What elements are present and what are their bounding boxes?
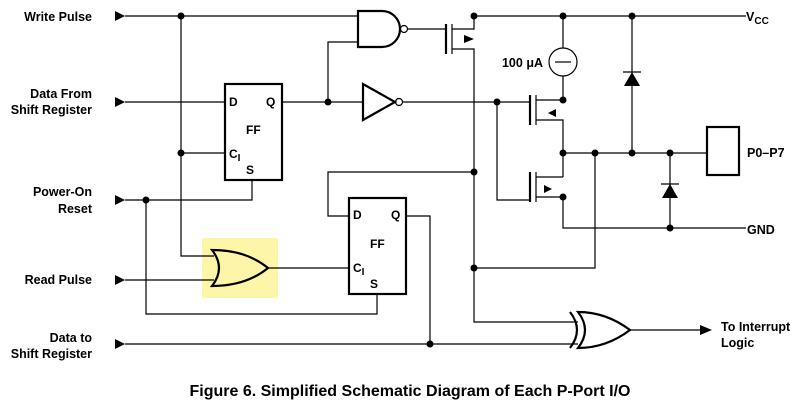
label-power-on-1: Power-On bbox=[33, 185, 92, 199]
interrupt-arrow bbox=[700, 325, 712, 335]
label-write-pulse: Write Pulse bbox=[24, 10, 92, 24]
xor-gate-curve bbox=[569, 311, 579, 349]
ff-top-q: Q bbox=[266, 95, 275, 109]
ff-bottom-c: CI bbox=[353, 261, 365, 278]
label-current-source: 100 μA bbox=[502, 56, 543, 70]
nand-gate bbox=[356, 9, 402, 49]
label-power-on-2: Reset bbox=[58, 202, 93, 216]
label-vcc: VCC bbox=[746, 10, 769, 27]
diode-bottom bbox=[661, 183, 679, 198]
flipflop-top: D Q FF CI S bbox=[223, 82, 284, 182]
label-read-pulse: Read Pulse bbox=[25, 273, 92, 287]
inverter-bubble bbox=[394, 97, 404, 107]
label-gnd: GND bbox=[747, 223, 775, 237]
label-interrupt-2: Logic bbox=[721, 336, 754, 350]
ff-bottom-q: Q bbox=[391, 208, 400, 222]
label-data-to-2: Shift Register bbox=[11, 347, 92, 361]
ff-bottom-d: D bbox=[353, 208, 362, 222]
inverter bbox=[361, 82, 398, 122]
or-gate-highlight bbox=[202, 238, 278, 298]
ff-bottom-s: S bbox=[370, 277, 378, 291]
ff-top-ff: FF bbox=[246, 123, 261, 137]
nand-bubble bbox=[399, 24, 409, 34]
figure-caption: Figure 6. Simplified Schematic Diagram o… bbox=[190, 383, 631, 400]
label-pin: P0–P7 bbox=[747, 146, 785, 160]
input-arrows bbox=[115, 11, 125, 349]
or-gate bbox=[209, 248, 270, 288]
ff-top-c: CI bbox=[229, 147, 241, 164]
diode-top bbox=[623, 71, 641, 86]
pin-box bbox=[705, 125, 741, 177]
ff-top-d: D bbox=[229, 95, 238, 109]
label-data-from-2: Shift Register bbox=[11, 103, 92, 117]
current-source: 100 μA bbox=[502, 47, 578, 77]
label-data-to-1: Data to bbox=[50, 331, 93, 345]
xor-gate bbox=[575, 310, 632, 350]
ff-bottom-ff: FF bbox=[370, 237, 385, 251]
flipflop-bottom: D Q FF CI S bbox=[347, 196, 408, 296]
label-interrupt-1: To Interrupt bbox=[721, 320, 791, 334]
wires bbox=[125, 15, 746, 345]
label-data-from-1: Data From bbox=[30, 87, 92, 101]
junction-dots bbox=[142, 12, 674, 348]
ff-top-s: S bbox=[246, 163, 254, 177]
